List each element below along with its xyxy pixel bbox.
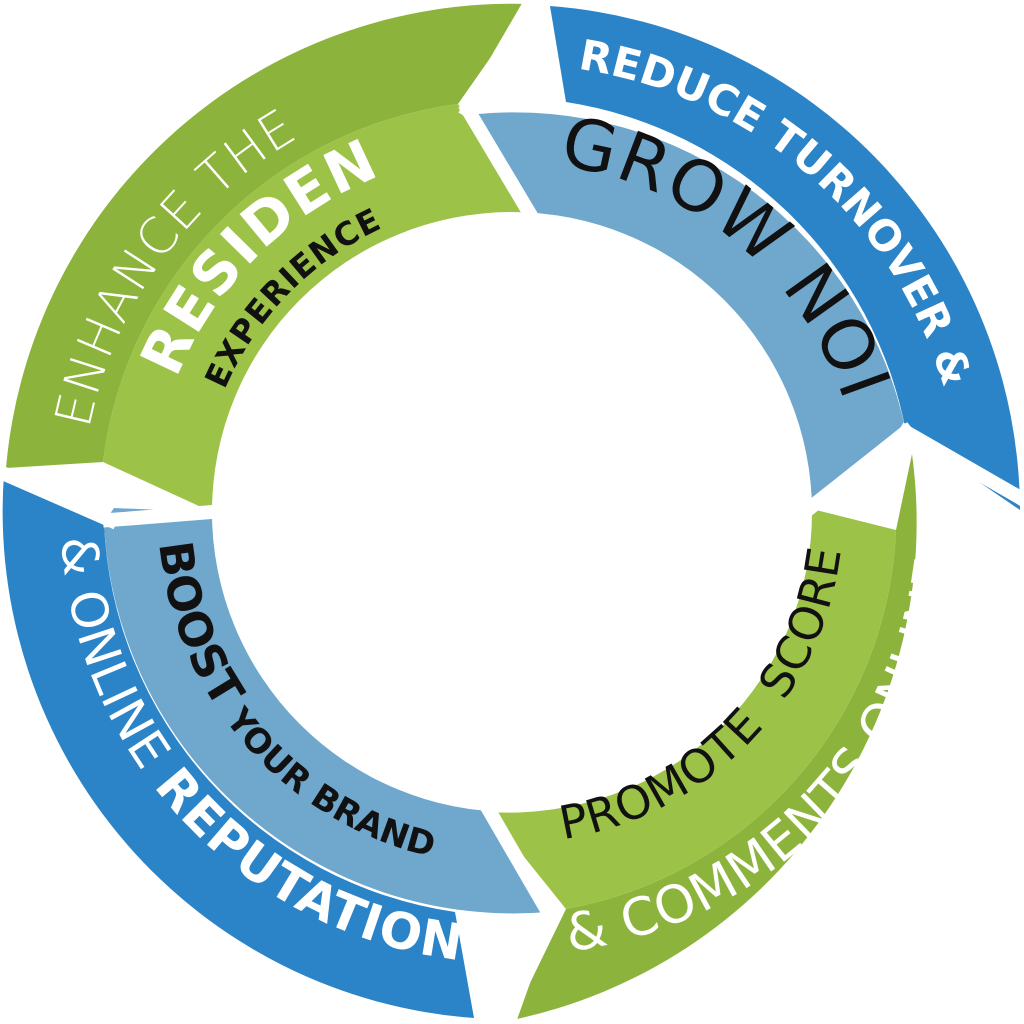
divider-left bbox=[0, 464, 120, 530]
noi-inner-band bbox=[478, 112, 906, 508]
segment-brand bbox=[2, 474, 548, 1018]
resident-inner-band bbox=[103, 104, 528, 512]
brand-outer-band bbox=[2, 474, 474, 1018]
segment-resident bbox=[6, 3, 528, 512]
divider-top-inner bbox=[458, 100, 540, 224]
brand-inner-band bbox=[104, 508, 548, 914]
divider-top bbox=[458, 0, 541, 120]
score-outer-band bbox=[512, 454, 917, 1020]
divider-left-inner bbox=[102, 504, 220, 528]
resident-outer-band bbox=[6, 3, 528, 469]
center-hole bbox=[212, 212, 812, 812]
segment-noi bbox=[478, 6, 1020, 510]
divider-right-inner bbox=[800, 422, 916, 518]
divider-bottom bbox=[500, 903, 557, 1024]
noi-outer-band bbox=[550, 6, 1020, 510]
divider-right bbox=[896, 422, 1024, 509]
divider-bottom-inner bbox=[480, 802, 558, 922]
